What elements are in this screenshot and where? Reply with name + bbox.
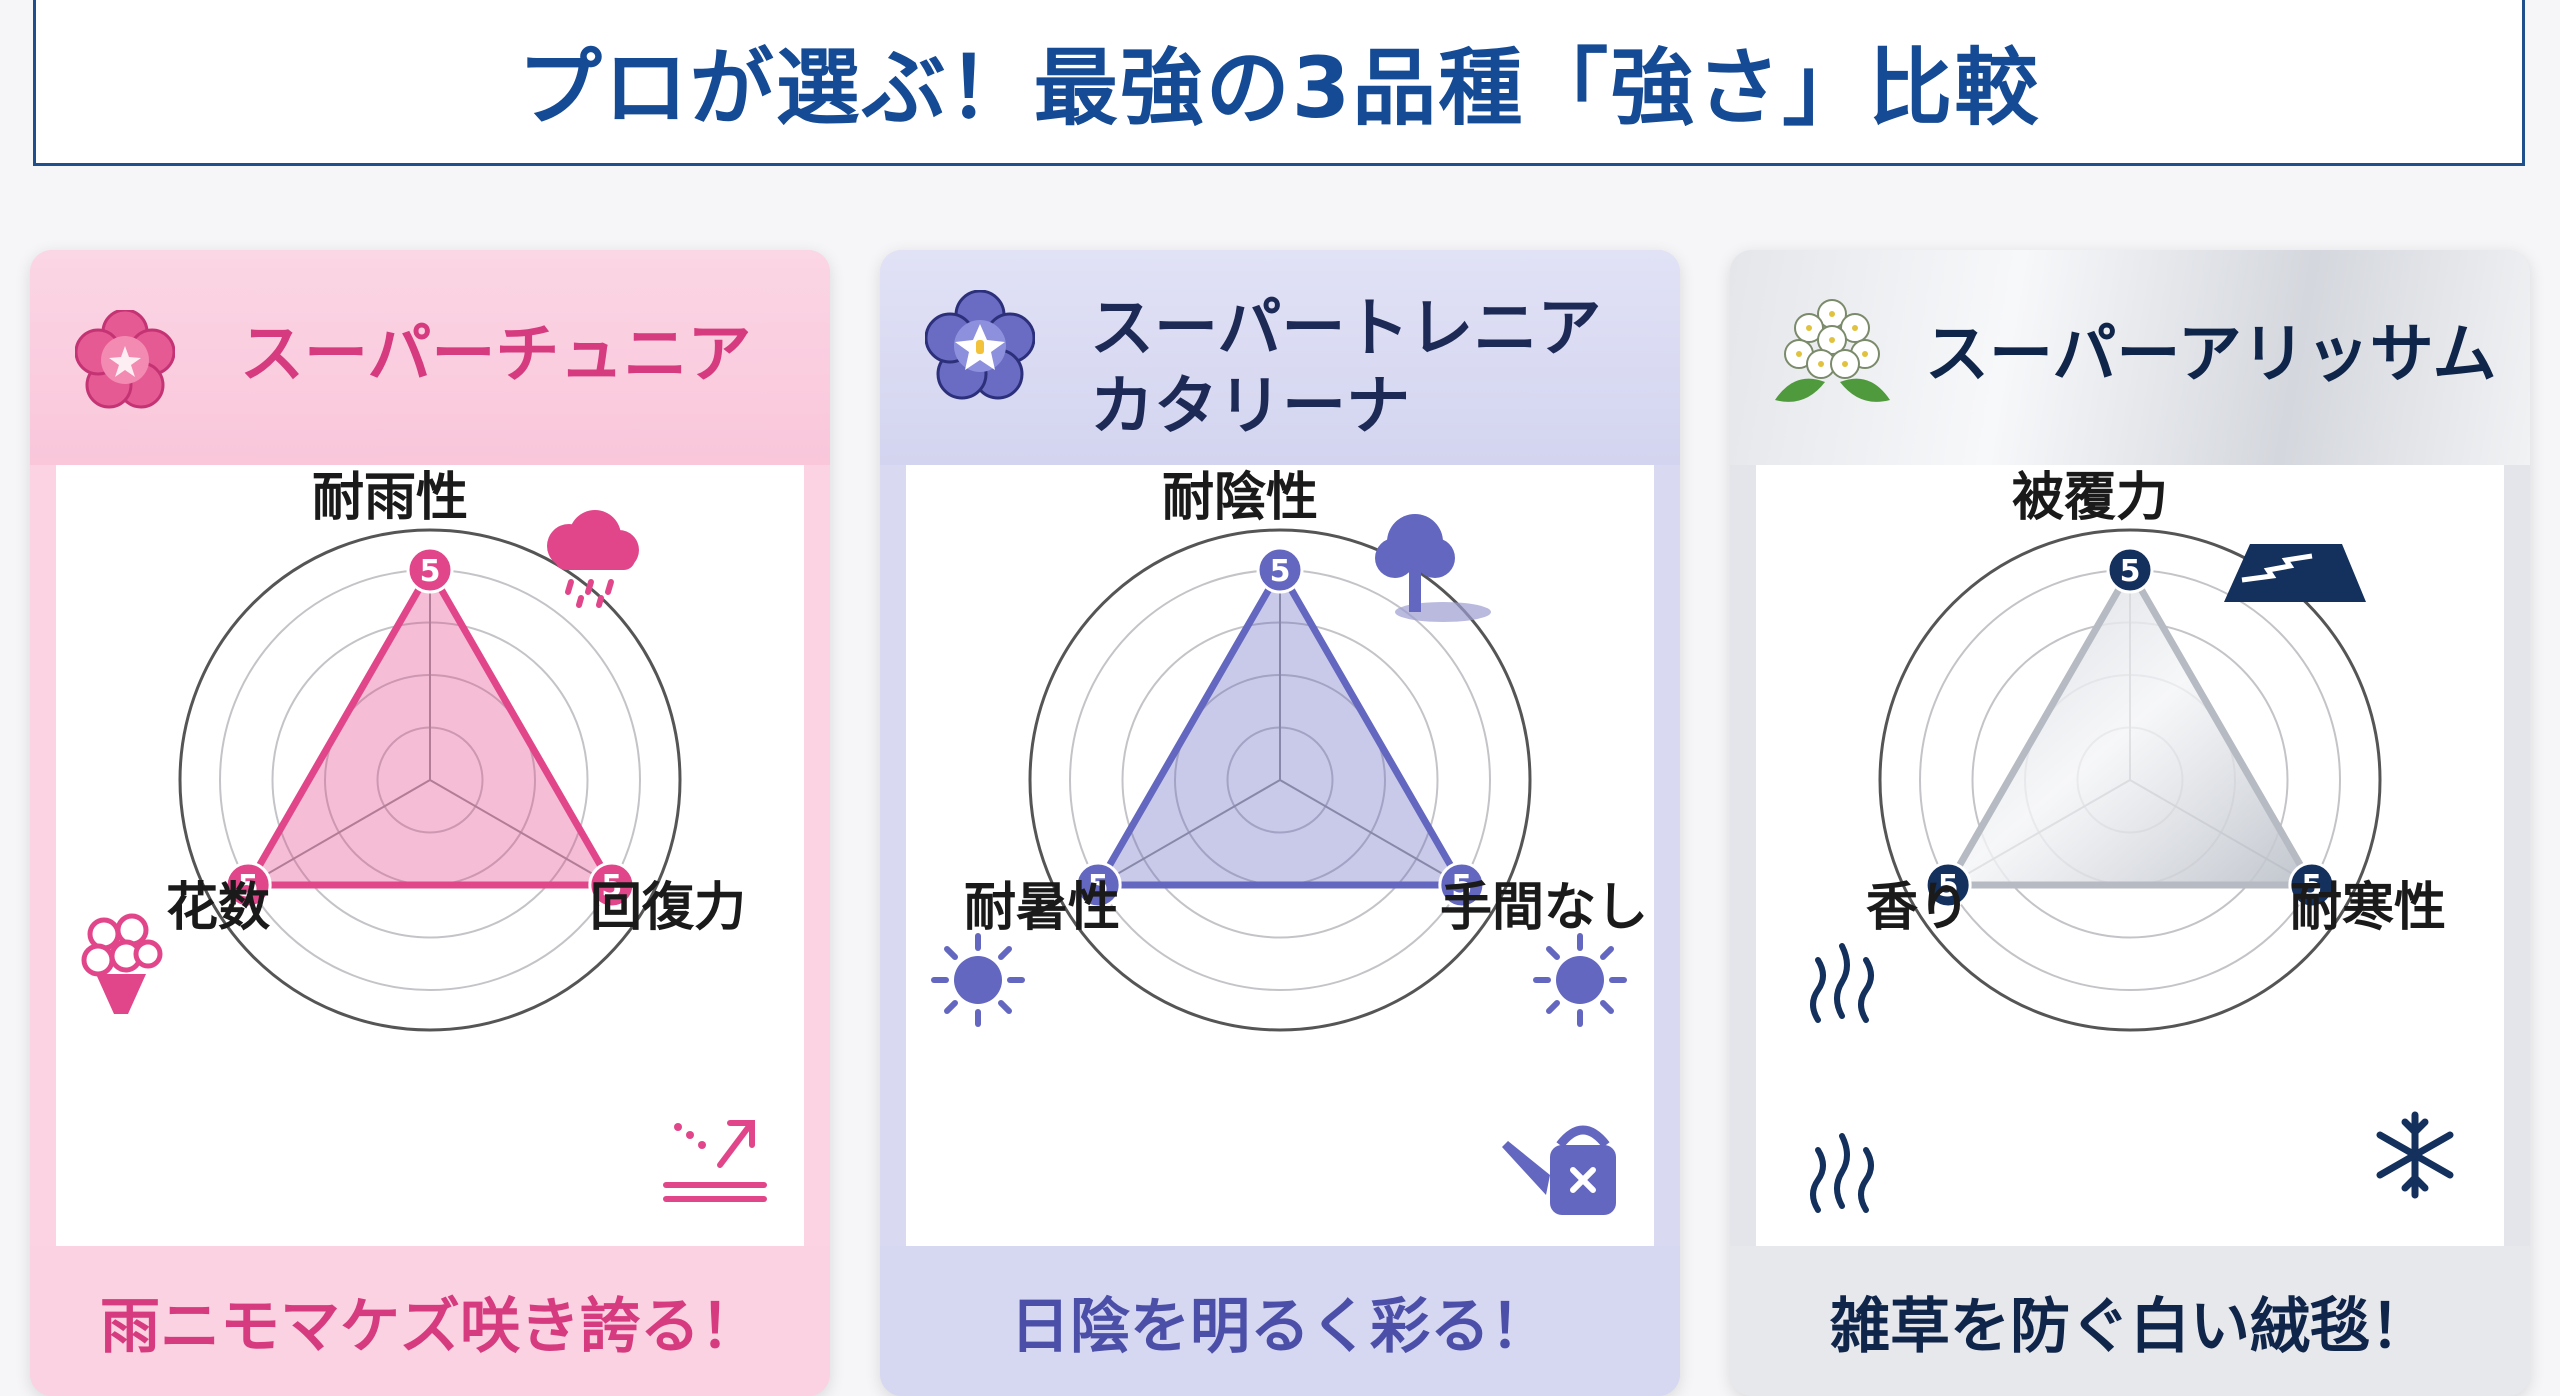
card-super-alyssum: スーパーアリッサム 5 5 5 被覆力耐寒性 香り 雑草を防ぐ白い絨毯！ bbox=[1730, 250, 2530, 1396]
radar-axis-line bbox=[1097, 779, 1281, 886]
footer-tagline: 日陰を明るく彩る！ bbox=[1010, 1291, 1550, 1362]
radar-point bbox=[1438, 861, 1486, 909]
radar-point-value: 5 bbox=[2120, 554, 2141, 589]
radar-point-value: 5 bbox=[601, 869, 622, 904]
card-footer: 日陰を明るく彩る！ bbox=[880, 1246, 1680, 1396]
axis-label: 耐寒性 bbox=[2290, 878, 2446, 938]
radar-point bbox=[588, 861, 636, 909]
title-banner: プロが選ぶ！最強の3品種「強さ」比較 bbox=[33, 0, 2525, 166]
card-super-tunia: スーパーチュニア 5 5 5 耐雨性回復力 花数 雨ニモマケズ咲き誇る！ bbox=[30, 250, 830, 1396]
radar-point-value: 5 bbox=[1938, 869, 1959, 904]
card-header: スーパーチュニア bbox=[30, 250, 830, 465]
ground-cover-icon bbox=[2224, 544, 2366, 602]
radar-point bbox=[2106, 546, 2154, 594]
aroma-icon bbox=[1810, 1133, 1874, 1213]
radar-point-value: 5 bbox=[1088, 869, 1109, 904]
radar-outer-ring bbox=[178, 528, 682, 1032]
radar-axis-line bbox=[1279, 779, 1463, 886]
variety-name: スーパーアリッサム bbox=[1925, 318, 2497, 392]
card-header: スーパーアリッサム bbox=[1730, 250, 2530, 465]
radar-axis-line bbox=[429, 779, 613, 886]
radar-axis-line bbox=[247, 779, 431, 886]
radar-point-value: 5 bbox=[1270, 554, 1291, 589]
bouquet-icon bbox=[81, 913, 163, 1014]
radar-point-value: 5 bbox=[2301, 869, 2322, 904]
sun-icon bbox=[1533, 933, 1627, 1027]
rain-cloud-icon bbox=[547, 510, 639, 608]
axis-label: 被覆力 bbox=[2012, 468, 2168, 528]
recovery-arrow-icon bbox=[663, 1120, 767, 1202]
radar-data-area bbox=[1944, 566, 2316, 889]
card-footer: 雑草を防ぐ白い絨毯！ bbox=[1730, 1246, 2530, 1396]
radar-point bbox=[224, 861, 272, 909]
radar-point bbox=[1074, 861, 1122, 909]
radar-point-value: 5 bbox=[420, 554, 441, 589]
sun-icon bbox=[931, 933, 1025, 1027]
flower-icon bbox=[925, 290, 1035, 400]
radar-data-area bbox=[1094, 566, 1466, 889]
variety-name: スーパートレニア カタリーナ bbox=[1090, 292, 1602, 444]
flower-icon bbox=[75, 310, 175, 409]
watering-can-icon bbox=[1502, 1125, 1616, 1215]
radar-point-value: 5 bbox=[238, 869, 259, 904]
axis-label: 回復力 bbox=[590, 878, 746, 938]
radar-data-area bbox=[244, 566, 616, 889]
flower-cluster-icon bbox=[1775, 299, 1890, 402]
axis-label: 花数 bbox=[166, 878, 270, 938]
variety-name: スーパーチュニア bbox=[240, 318, 752, 392]
radar-point bbox=[1256, 546, 1304, 594]
page-title: プロが選ぶ！最強の3品種「強さ」比較 bbox=[517, 39, 2041, 137]
card-header: スーパートレニア カタリーナ bbox=[880, 250, 1680, 465]
footer-tagline: 雨ニモマケズ咲き誇る！ bbox=[100, 1291, 760, 1362]
tree-shade-icon bbox=[1375, 514, 1491, 622]
axis-label: 耐陰性 bbox=[1162, 468, 1318, 528]
axis-label: 耐暑性 bbox=[964, 878, 1120, 938]
radar-outer-ring bbox=[1028, 528, 1532, 1032]
radar-point bbox=[406, 546, 454, 594]
card-super-torenia: スーパートレニア カタリーナ 5 5 5 耐陰性手間なし 耐暑性 日陰を明るく彩る！ bbox=[880, 250, 1680, 1396]
axis-label: 手間なし bbox=[1440, 878, 1648, 938]
radar-point bbox=[1924, 861, 1972, 909]
footer-tagline: 雑草を防ぐ白い絨毯！ bbox=[1830, 1291, 2430, 1362]
snowflake-icon bbox=[2376, 1111, 2454, 1199]
radar-point bbox=[2288, 861, 2336, 909]
aroma-icon bbox=[1810, 943, 1874, 1023]
card-footer: 雨ニモマケズ咲き誇る！ bbox=[30, 1246, 830, 1396]
radar-outer-ring bbox=[1878, 528, 2382, 1032]
radar-point-value: 5 bbox=[1451, 869, 1472, 904]
axis-label: 耐雨性 bbox=[312, 468, 468, 528]
axis-label: 香り bbox=[1866, 878, 1970, 938]
